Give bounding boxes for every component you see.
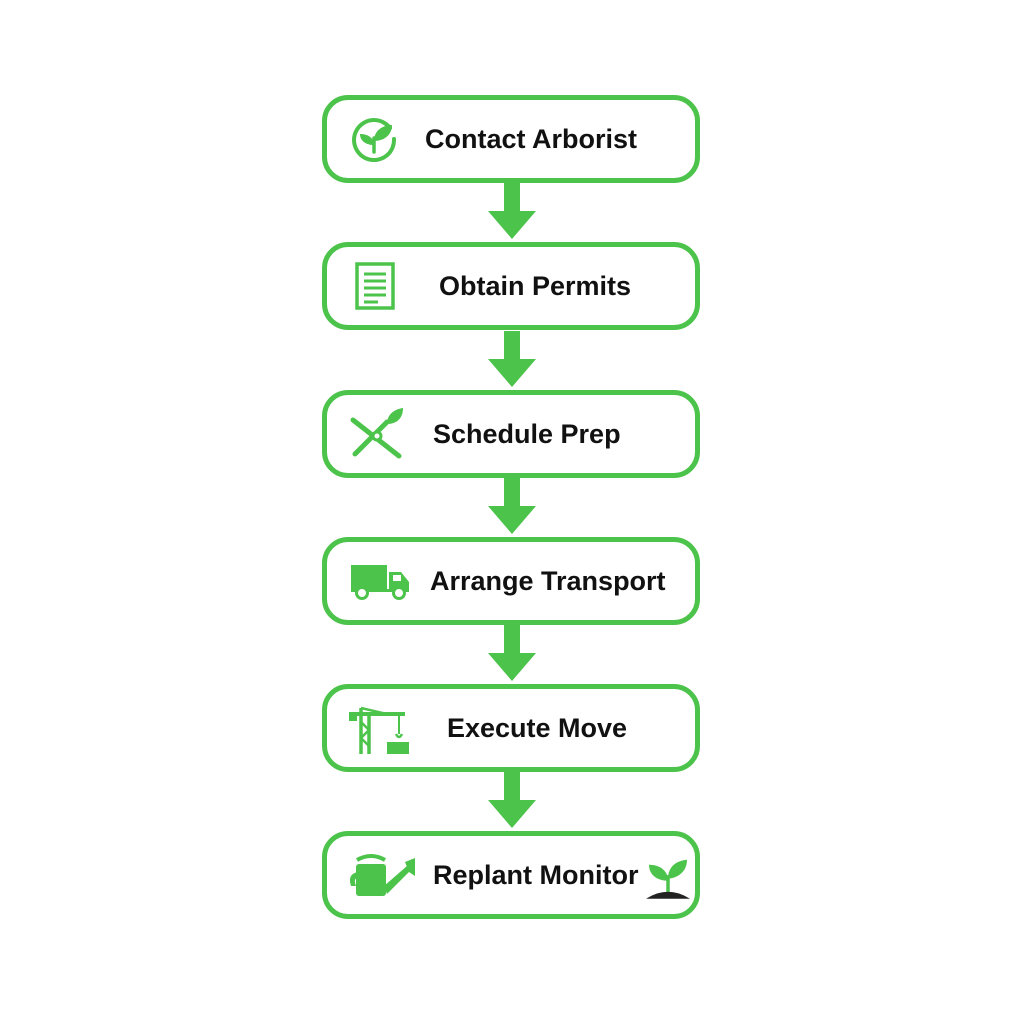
down-arrow: [488, 772, 536, 828]
step-execute-move: Execute Move: [322, 684, 700, 772]
down-arrow: [488, 625, 536, 681]
watering-can-icon: [349, 854, 415, 896]
step-label: Replant Monitor: [433, 859, 639, 890]
step-arrange-transport: Arrange Transport: [322, 537, 700, 625]
document-icon: [355, 262, 395, 310]
step-label: Contact Arborist: [425, 123, 638, 154]
crane-icon: [349, 706, 409, 754]
step-schedule-prep: Schedule Prep: [322, 390, 700, 478]
step-replant-monitor: Replant Monitor: [322, 831, 700, 919]
step-obtain-permits: Obtain Permits: [322, 242, 700, 330]
pruning-shears-icon: [350, 408, 403, 459]
down-arrow: [488, 478, 536, 534]
down-arrow: [488, 183, 536, 239]
sprout-icon: [646, 859, 690, 899]
leaf-circle-icon: [352, 118, 397, 163]
step-label: Execute Move: [447, 712, 628, 743]
step-label: Schedule Prep: [433, 418, 621, 449]
step-contact-arborist: Contact Arborist: [322, 95, 700, 183]
down-arrow: [488, 331, 536, 387]
step-label: Arrange Transport: [430, 565, 666, 596]
step-label: Obtain Permits: [439, 270, 632, 301]
truck-icon: [351, 565, 409, 600]
